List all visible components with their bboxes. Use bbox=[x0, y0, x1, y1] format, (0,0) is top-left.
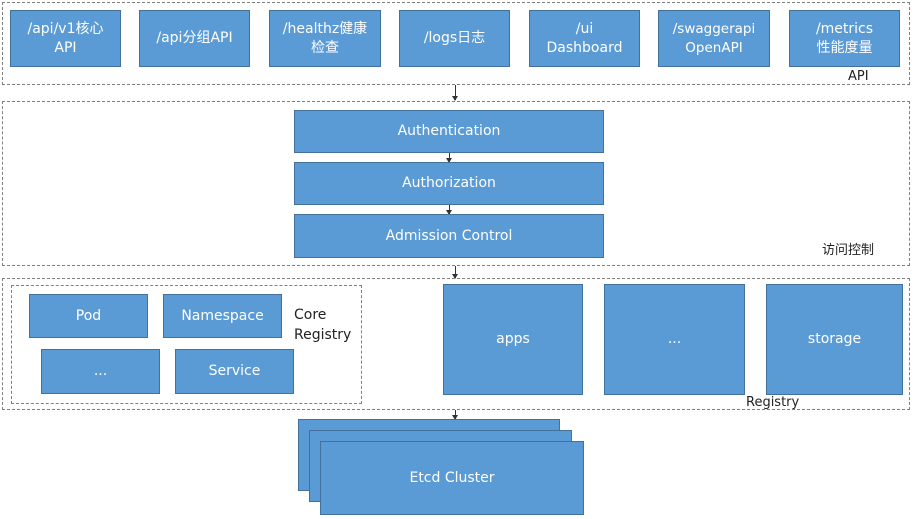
etcd-cluster-label: Etcd Cluster bbox=[409, 469, 495, 486]
step-label: Authentication bbox=[397, 123, 501, 139]
api-group bbox=[2, 2, 910, 85]
core-registry-group bbox=[11, 285, 362, 404]
apps-box: apps bbox=[443, 284, 583, 395]
etcd-cluster-box: Etcd Cluster bbox=[320, 441, 584, 515]
namespace-box: Namespace bbox=[163, 294, 282, 338]
arrow-registry-to-etcd bbox=[452, 410, 458, 420]
endpoint-label: /api/v1核心 API bbox=[27, 20, 104, 56]
service-box: Service bbox=[175, 349, 294, 394]
endpoint-label: /healthz健康 检查 bbox=[282, 20, 368, 56]
step-label: Authorization bbox=[402, 175, 496, 191]
registry-group-label: apps bbox=[496, 331, 530, 347]
endpoint-swaggerapi: /swaggerapi OpenAPI bbox=[658, 10, 770, 67]
pod-box: Pod bbox=[29, 294, 148, 338]
endpoint-label: /ui Dashboard bbox=[546, 20, 623, 56]
endpoint-metrics: /metrics 性能度量 bbox=[789, 10, 900, 67]
registry-group-label: storage bbox=[807, 331, 862, 347]
registry-group-label: ... bbox=[667, 331, 682, 347]
core-item-label: Pod bbox=[75, 307, 102, 324]
endpoint-label: /swaggerapi OpenAPI bbox=[672, 20, 756, 56]
endpoint-api-v1: /api/v1核心 API bbox=[10, 10, 121, 67]
api-group-label: API bbox=[848, 69, 869, 84]
arrow-access-to-registry bbox=[452, 266, 458, 279]
endpoint-label: /logs日志 bbox=[423, 30, 486, 46]
endpoint-api-groups: /api分组API bbox=[139, 10, 250, 67]
endpoint-label: /api分组API bbox=[156, 30, 233, 46]
core-ellipsis-box: ... bbox=[41, 349, 160, 394]
core-item-label: Namespace bbox=[181, 307, 264, 324]
core-registry-label: Core Registry bbox=[294, 307, 352, 343]
registry-label: Registry bbox=[746, 395, 800, 410]
access-control-group bbox=[2, 101, 910, 266]
endpoint-ui: /ui Dashboard bbox=[529, 10, 640, 67]
core-item-label: Service bbox=[208, 363, 261, 379]
arrow-authz-to-admission bbox=[446, 205, 452, 215]
authorization-box: Authorization bbox=[294, 162, 604, 205]
registry-ellipsis-box: ... bbox=[604, 284, 745, 395]
storage-box: storage bbox=[766, 284, 903, 395]
registry-group bbox=[2, 278, 910, 410]
arrow-api-to-auth bbox=[452, 85, 458, 101]
endpoint-label: /metrics 性能度量 bbox=[815, 20, 874, 56]
step-label: Admission Control bbox=[385, 227, 513, 244]
authentication-box: Authentication bbox=[294, 110, 604, 153]
arrow-authn-to-authz bbox=[446, 153, 452, 163]
endpoint-healthz: /healthz健康 检查 bbox=[269, 10, 381, 67]
core-item-label: ... bbox=[93, 363, 108, 379]
admission-control-box: Admission Control bbox=[294, 214, 604, 258]
endpoint-logs: /logs日志 bbox=[399, 10, 510, 67]
access-control-label: 访问控制 bbox=[822, 243, 875, 258]
